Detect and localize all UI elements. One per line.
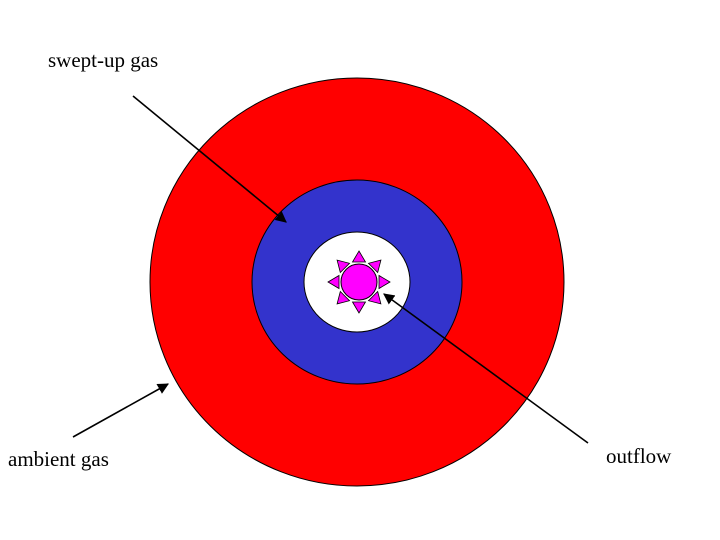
outflow-ray bbox=[336, 290, 351, 305]
swept-up-gas-label: swept-up gas bbox=[48, 48, 159, 72]
outflow-ray bbox=[367, 290, 382, 305]
outflow-ray bbox=[351, 301, 367, 314]
outflow-ray bbox=[378, 274, 391, 290]
central-source bbox=[340, 263, 378, 301]
outflow-ray bbox=[367, 259, 382, 274]
star-source-icon bbox=[327, 250, 391, 314]
ambient-gas-label: ambient gas bbox=[8, 447, 109, 471]
outflow-label: outflow bbox=[606, 444, 672, 468]
outflow-arrow bbox=[383, 293, 589, 444]
ambient-gas-arrow bbox=[72, 383, 169, 438]
outflow-ray bbox=[336, 259, 351, 274]
outflow-ray bbox=[351, 250, 367, 263]
outflow-ray bbox=[327, 274, 340, 290]
outflow-rays bbox=[327, 250, 391, 314]
swept-up-gas-arrow bbox=[132, 95, 287, 223]
